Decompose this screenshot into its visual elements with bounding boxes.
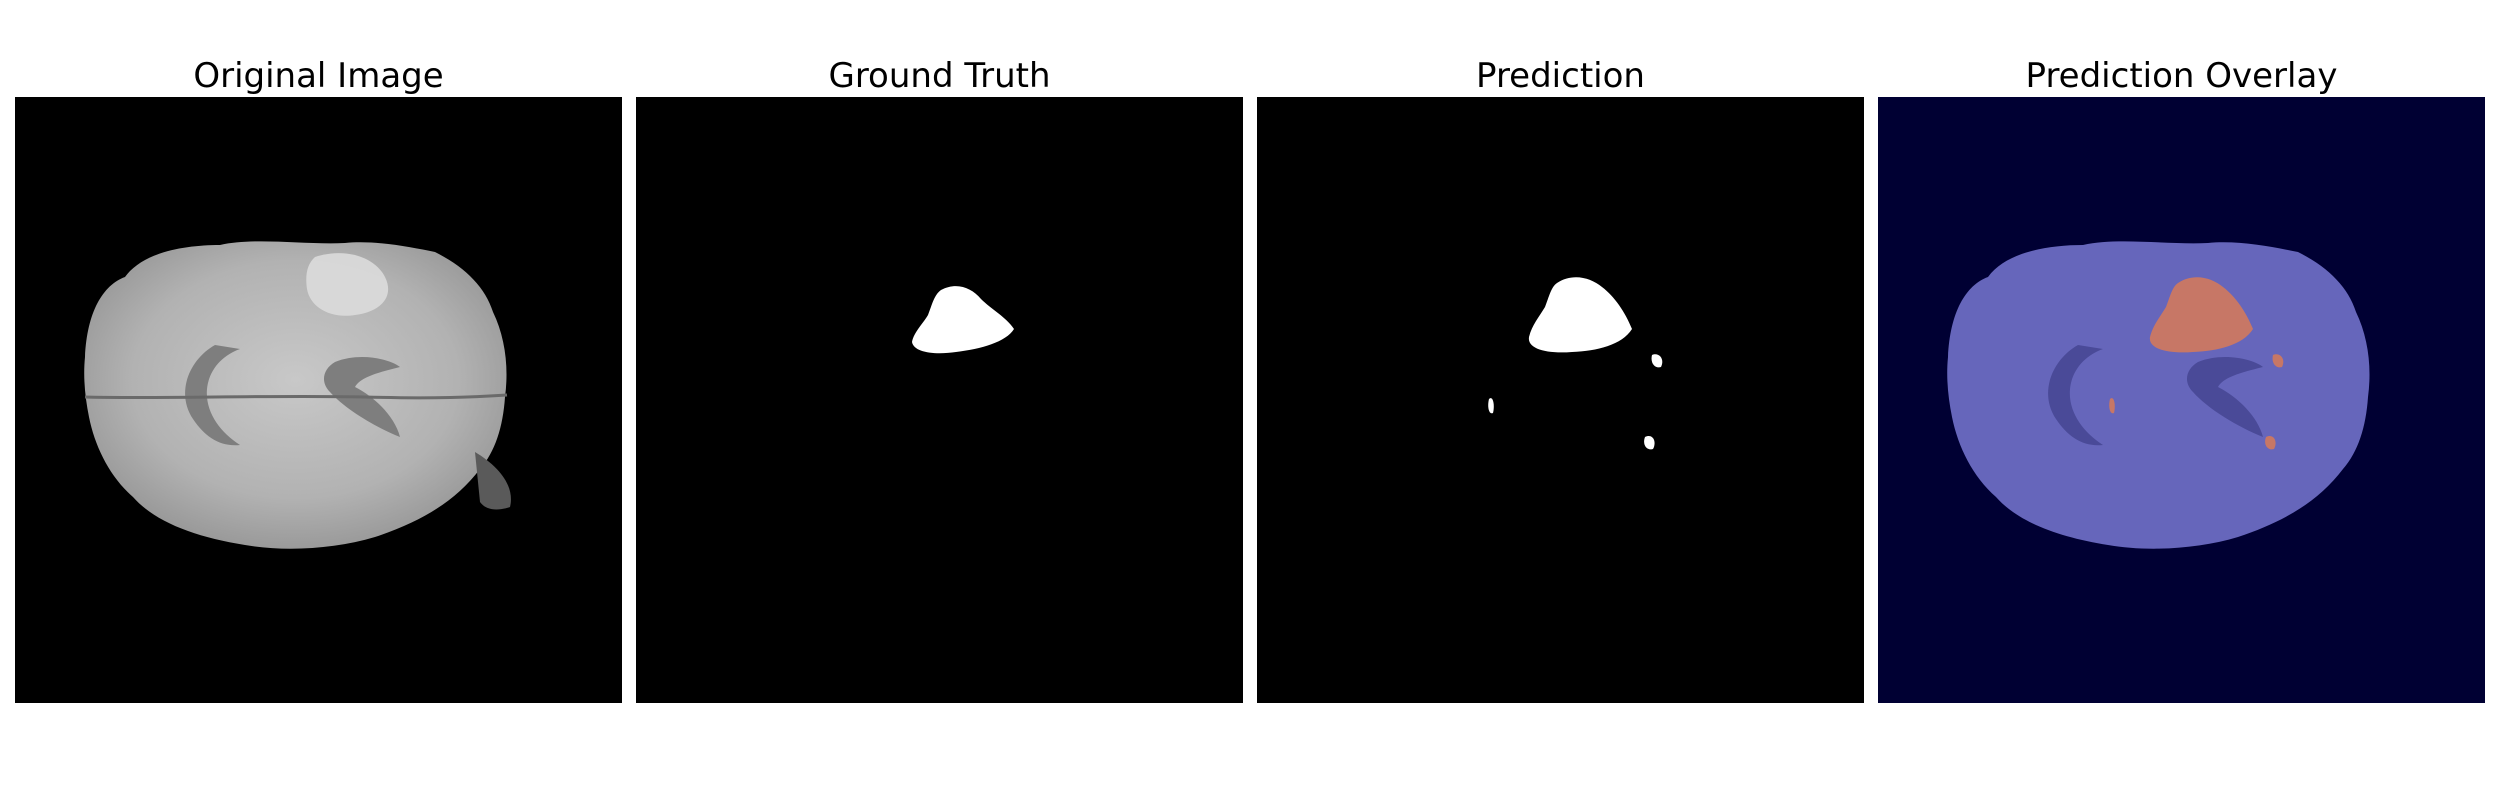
dark-edge bbox=[475, 452, 511, 510]
prediction-overlay-image bbox=[1878, 97, 2485, 703]
predicted-spot bbox=[1644, 436, 1655, 450]
overlay-left-ventricle bbox=[2048, 345, 2103, 446]
predicted-spot bbox=[1488, 398, 1494, 414]
overlay-tumor bbox=[2149, 277, 2253, 353]
bright-region bbox=[306, 253, 389, 316]
panel-title: Prediction bbox=[1476, 56, 1645, 96]
panel-prediction: Prediction bbox=[1257, 0, 1864, 800]
panel-ground-truth: Ground Truth bbox=[636, 0, 1243, 800]
original-image bbox=[15, 97, 622, 703]
panel-title: Original Image bbox=[193, 56, 444, 96]
overlay-right-ventricle bbox=[2186, 357, 2263, 437]
overlay-spot bbox=[2272, 354, 2284, 368]
image-background bbox=[636, 97, 1243, 703]
panel-original-image: Original Image bbox=[15, 0, 622, 800]
panel-title: Ground Truth bbox=[828, 56, 1051, 96]
left-ventricle bbox=[185, 345, 240, 446]
panel-title: Prediction Overlay bbox=[2025, 56, 2338, 96]
image-background bbox=[1257, 97, 1864, 703]
predicted-spot bbox=[1651, 354, 1663, 368]
ground-truth-mask bbox=[636, 97, 1243, 703]
tumor-mask bbox=[912, 286, 1014, 354]
panel-prediction-overlay: Prediction Overlay bbox=[1878, 0, 2485, 800]
overlay-spot bbox=[2265, 436, 2276, 450]
predicted-tumor bbox=[1528, 277, 1632, 353]
overlay-brain bbox=[1947, 241, 2370, 549]
overlay-spot bbox=[2109, 398, 2115, 414]
midline-fissure bbox=[84, 393, 508, 400]
prediction-mask bbox=[1257, 97, 1864, 703]
